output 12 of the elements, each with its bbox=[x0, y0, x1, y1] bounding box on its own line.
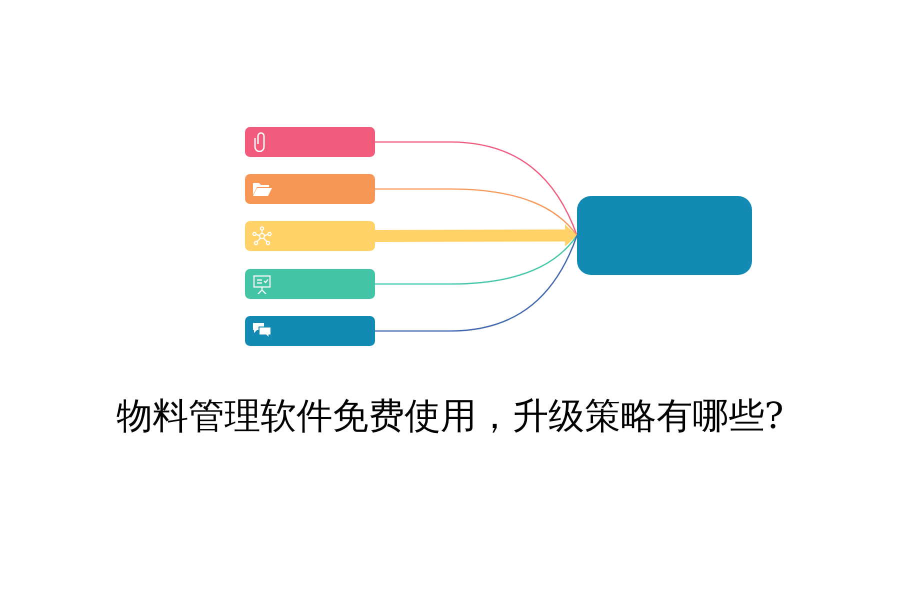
connector-curve bbox=[375, 188, 578, 236]
rounded-box bbox=[245, 221, 375, 251]
connector-curve bbox=[375, 235, 578, 332]
rounded-box bbox=[245, 127, 375, 157]
rounded-box bbox=[577, 196, 752, 275]
rounded-box bbox=[245, 269, 375, 299]
title: 物料管理软件免费使用，升级策略有哪些? bbox=[115, 395, 785, 439]
thick-arrow bbox=[374, 224, 577, 246]
rounded-box bbox=[245, 174, 375, 204]
connector-curve bbox=[375, 141, 578, 236]
connector-curve bbox=[375, 235, 578, 285]
rounded-box bbox=[245, 316, 375, 346]
